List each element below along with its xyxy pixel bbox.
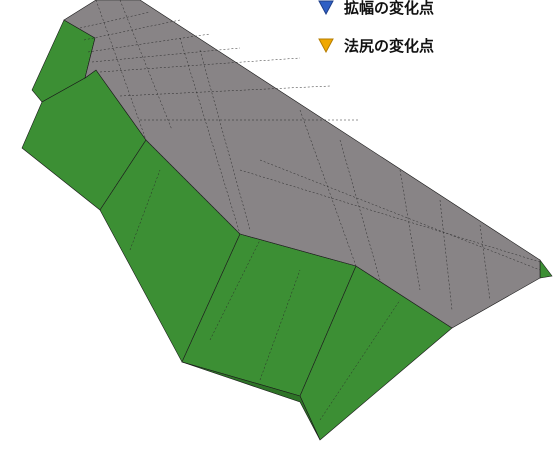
mesh-line bbox=[199, 49, 251, 231]
mesh-line bbox=[299, 265, 357, 397]
mesh-line bbox=[319, 299, 401, 421]
front-slope-face-bottom bbox=[181, 361, 321, 441]
mesh-line bbox=[99, 139, 147, 211]
mesh-line bbox=[355, 265, 453, 329]
mesh-line bbox=[181, 233, 241, 363]
mesh-line bbox=[259, 269, 301, 381]
road-mesh-lines bbox=[79, 0, 541, 421]
mesh-line bbox=[439, 199, 453, 311]
mesh-line bbox=[119, 0, 173, 131]
triangle-down-icon bbox=[318, 37, 334, 53]
right-end-slope-face bbox=[539, 259, 553, 279]
mesh-line bbox=[209, 239, 261, 341]
mesh-line bbox=[87, 33, 211, 53]
mesh-line bbox=[239, 233, 357, 267]
legend-label-toe: 法尻の変化点 bbox=[344, 36, 435, 55]
legend-item-toe: 法尻の変化点 bbox=[318, 34, 434, 56]
mesh-line bbox=[399, 169, 421, 291]
mesh-line bbox=[91, 47, 241, 63]
mesh-line bbox=[339, 139, 381, 281]
mesh-line bbox=[99, 57, 301, 73]
triangle-down-icon bbox=[318, 0, 334, 15]
mesh-line bbox=[479, 224, 491, 301]
mesh-line bbox=[119, 85, 331, 97]
mesh-line bbox=[239, 169, 541, 263]
legend-item-widening: 拡幅の変化点 bbox=[318, 0, 434, 18]
legend-label-widening: 拡幅の変化点 bbox=[344, 0, 435, 17]
mesh-line bbox=[95, 0, 147, 141]
